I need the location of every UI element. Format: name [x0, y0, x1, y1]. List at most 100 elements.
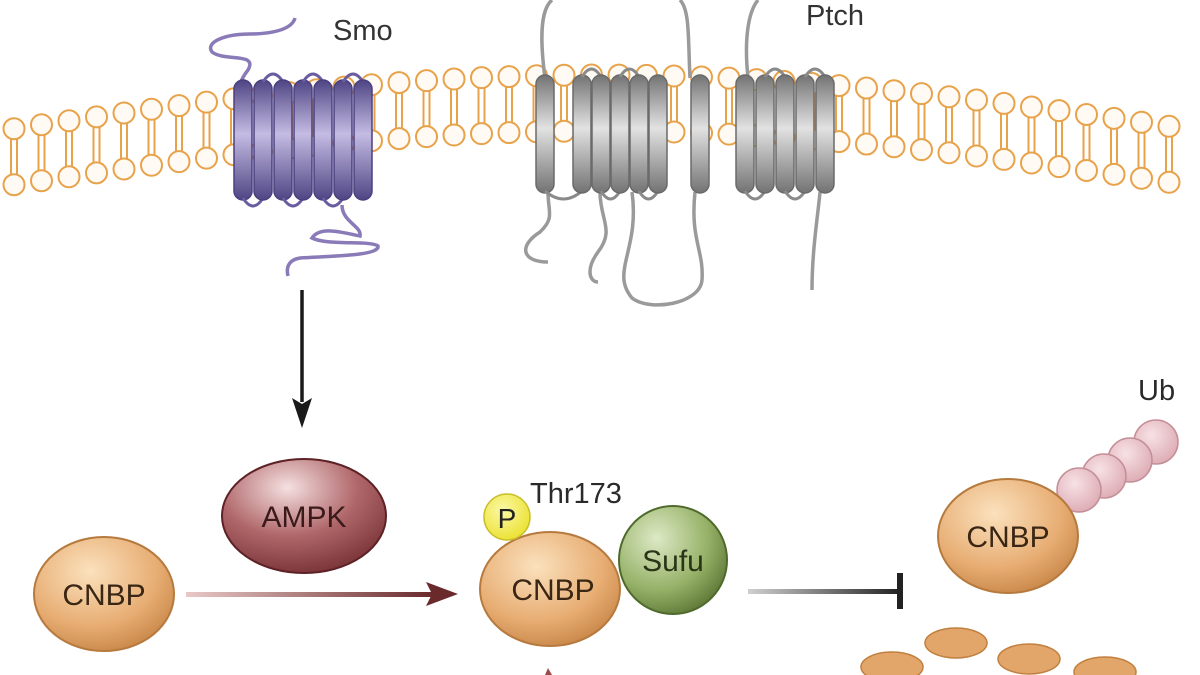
ptch-helix	[815, 74, 835, 194]
lipid-head	[992, 147, 1016, 171]
ptch-loop-right	[744, 0, 760, 79]
lipid-head	[1047, 155, 1071, 179]
lipid-head	[552, 119, 576, 143]
phosphate-group	[483, 493, 531, 541]
ubiquitin-bead	[1056, 467, 1102, 513]
lipid-head	[1020, 151, 1043, 175]
smo-activation-arrow	[292, 290, 312, 428]
ptch-helix	[572, 74, 592, 194]
lipid-head	[195, 146, 218, 170]
ampk-node: AMPK	[221, 458, 387, 574]
lipid-head	[1075, 158, 1098, 182]
ptch-helix	[775, 74, 795, 194]
lipid-head	[57, 165, 81, 189]
lipid-head	[2, 173, 26, 197]
lipid-head	[30, 169, 53, 193]
lipid-head	[965, 144, 988, 168]
lipid-head	[387, 71, 411, 95]
lipid-head	[937, 141, 961, 165]
ub-label: Ub	[1138, 375, 1175, 407]
smo-intracellular-tail	[285, 204, 380, 277]
phosphate-label: P	[498, 503, 517, 534]
lipid-head	[195, 90, 218, 114]
lipid-head	[85, 105, 108, 129]
lipid-head	[387, 127, 411, 151]
lipid-head	[112, 101, 136, 125]
lipid-head	[855, 132, 878, 156]
lipid-head	[167, 150, 191, 174]
lipid-head	[112, 157, 136, 181]
cnbp-node-bound	[479, 531, 621, 647]
ptch-tail-3	[622, 191, 704, 307]
lipid-head	[1157, 170, 1181, 194]
ptch-helix	[648, 74, 668, 194]
lipid-head	[1130, 166, 1153, 190]
lipid-head	[470, 66, 493, 90]
phosphorylation-arrow	[186, 582, 458, 606]
smo-helix	[293, 79, 313, 201]
ptch-helix-loop	[544, 189, 583, 201]
lipid-head	[882, 79, 906, 103]
smo-helix	[333, 79, 353, 201]
lipid-head	[937, 85, 961, 109]
cnbp-node-unbound: CNBP	[33, 536, 175, 652]
ptch-helix	[690, 74, 710, 194]
lipid-head	[2, 117, 26, 141]
smo-helix	[273, 79, 293, 201]
lipid-head	[140, 97, 163, 121]
cropped-mark	[545, 668, 552, 675]
lipid-head	[1020, 95, 1043, 119]
cnbp-label-left: CNBP	[62, 579, 145, 612]
lipid-head	[1102, 162, 1126, 186]
ptch-loop-left	[540, 0, 554, 79]
lipid-head	[1047, 99, 1071, 123]
ptch-helix	[795, 74, 815, 194]
sufu-node	[618, 505, 728, 615]
lipid-head	[855, 76, 878, 100]
lipid-head	[1075, 102, 1098, 126]
smo-helix	[313, 79, 333, 201]
cnbp-label-center: CNBP	[511, 574, 594, 607]
lipid-head	[910, 82, 933, 106]
cnbp-node-degraded	[937, 478, 1079, 594]
lipid-head	[30, 113, 53, 137]
smo-receptor	[208, 17, 380, 277]
lipid-head	[57, 109, 81, 133]
lipid-head	[497, 65, 521, 89]
lipid-head	[167, 94, 191, 118]
ptch-loop-center	[678, 0, 692, 79]
ampk-label: AMPK	[261, 501, 346, 534]
ptch-helix	[629, 74, 649, 194]
lipid-head	[470, 122, 493, 146]
ptch-tail-4	[810, 191, 822, 291]
smo-helix	[253, 79, 273, 201]
smo-helix	[233, 79, 253, 201]
ptch-tail-1	[524, 191, 552, 264]
cnbp-sufu-complex: Sufu CNBP P Thr173	[479, 478, 728, 647]
inhibition-bar	[748, 573, 903, 609]
lipid-head	[992, 91, 1016, 115]
lipid-head	[910, 138, 933, 162]
lipid-head	[85, 161, 108, 185]
ubiquitinated-cnbp: CNBP Ub	[937, 375, 1179, 594]
lipid-head	[1130, 110, 1153, 134]
smo-label: Smo	[333, 15, 393, 47]
lipid-head	[1157, 114, 1181, 138]
ptch-helix	[591, 74, 611, 194]
ptch-helix	[755, 74, 775, 194]
ptch-receptor	[524, 0, 835, 307]
lipid-head	[415, 125, 438, 149]
lipid-head	[882, 135, 906, 159]
lipid-head	[442, 123, 466, 147]
thr173-label: Thr173	[530, 478, 622, 510]
lipid-head	[497, 121, 521, 145]
ptch-helix	[735, 74, 755, 194]
lipid-head	[965, 88, 988, 112]
smo-extracellular-loop	[208, 17, 297, 99]
ptch-helix	[535, 74, 555, 194]
degraded-fragments	[860, 627, 1137, 675]
cnbp-label-right: CNBP	[966, 521, 1049, 554]
smo-helix	[353, 79, 373, 201]
lipid-head	[442, 67, 466, 91]
